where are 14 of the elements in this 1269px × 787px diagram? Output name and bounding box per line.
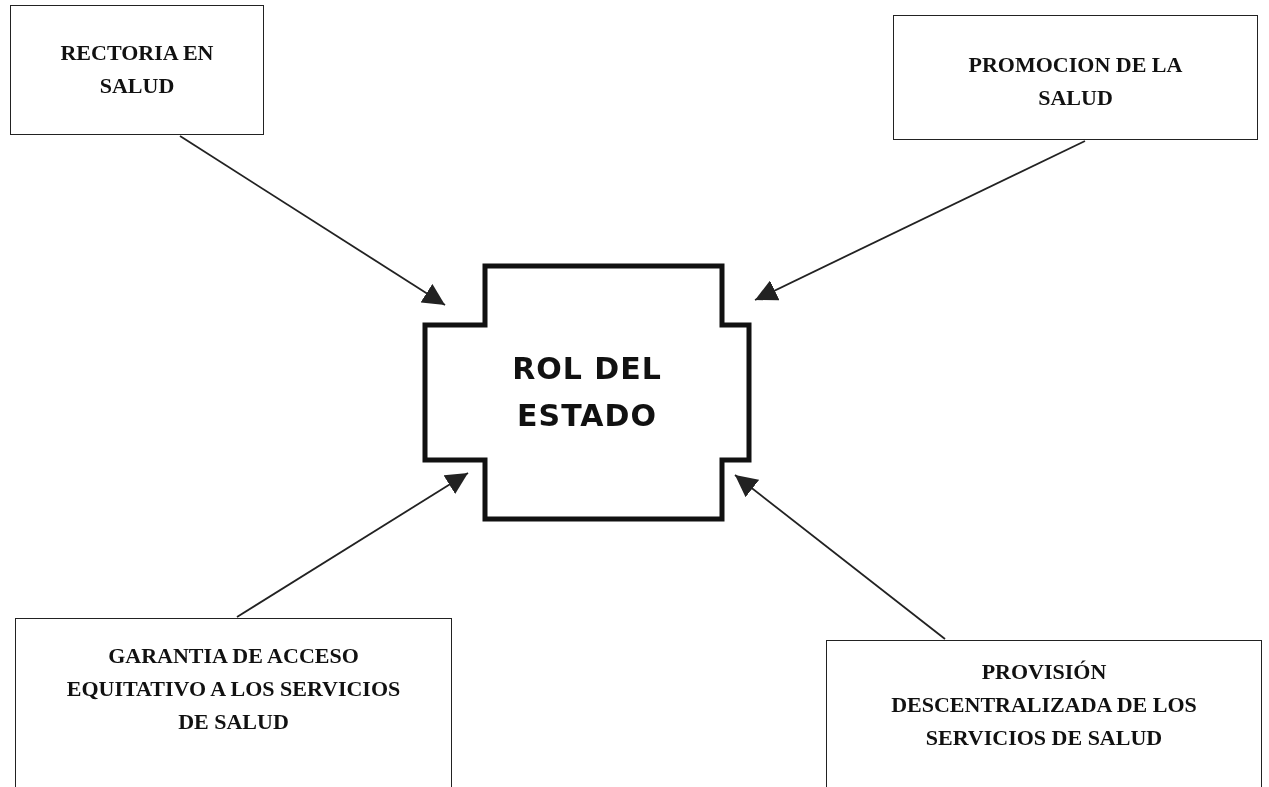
arrow [236,472,469,618]
arrow [179,135,446,306]
cross-shape [422,262,752,523]
arrow [754,140,1086,301]
node-label: GARANTIA DE ACCESO EQUITATIVO A LOS SERVICIOS DE SALUD [65,642,402,736]
concept-box [15,618,452,787]
node-label: PROMOCION DE LA SALUD [967,51,1184,112]
concept-box [10,5,264,135]
node-label: RECTORIA EN SALUD [59,39,215,100]
concept-box [893,15,1258,140]
arrow [734,474,946,640]
node-label: ROL DEL ESTADO [511,350,663,435]
node-label: PROVISIÓN DESCENTRALIZADA DE LOS SERVICIOS DE SALUD [890,658,1198,752]
concept-box [826,640,1262,787]
